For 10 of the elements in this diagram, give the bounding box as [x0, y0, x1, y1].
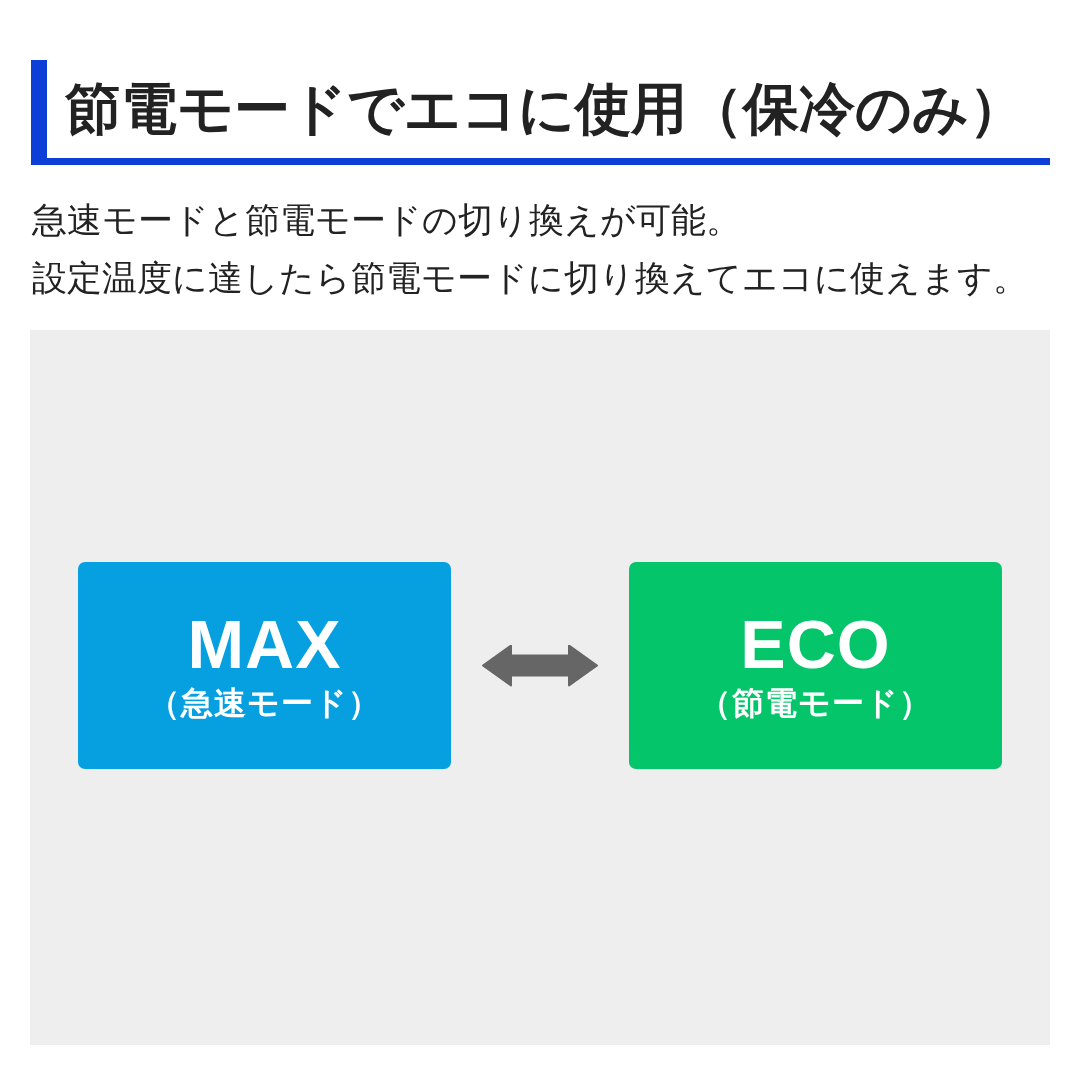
mode-description: （急速モード）: [148, 682, 381, 724]
double-arrow: [482, 644, 598, 687]
body-text: 設定温度に達したら節電モードに切り換えてエコに使えます。: [32, 257, 1028, 300]
title: 節電モードでエコに使用（保冷のみ）: [31, 60, 1050, 165]
mode-description: （節電モード）: [699, 682, 932, 724]
mode-name: MAX: [187, 607, 342, 680]
mode-name: ECO: [740, 607, 891, 680]
mode-box: [78, 562, 451, 769]
mode-box: [629, 562, 1002, 769]
body-text: 急速モードと節電モードの切り換えが可能。: [32, 199, 741, 242]
